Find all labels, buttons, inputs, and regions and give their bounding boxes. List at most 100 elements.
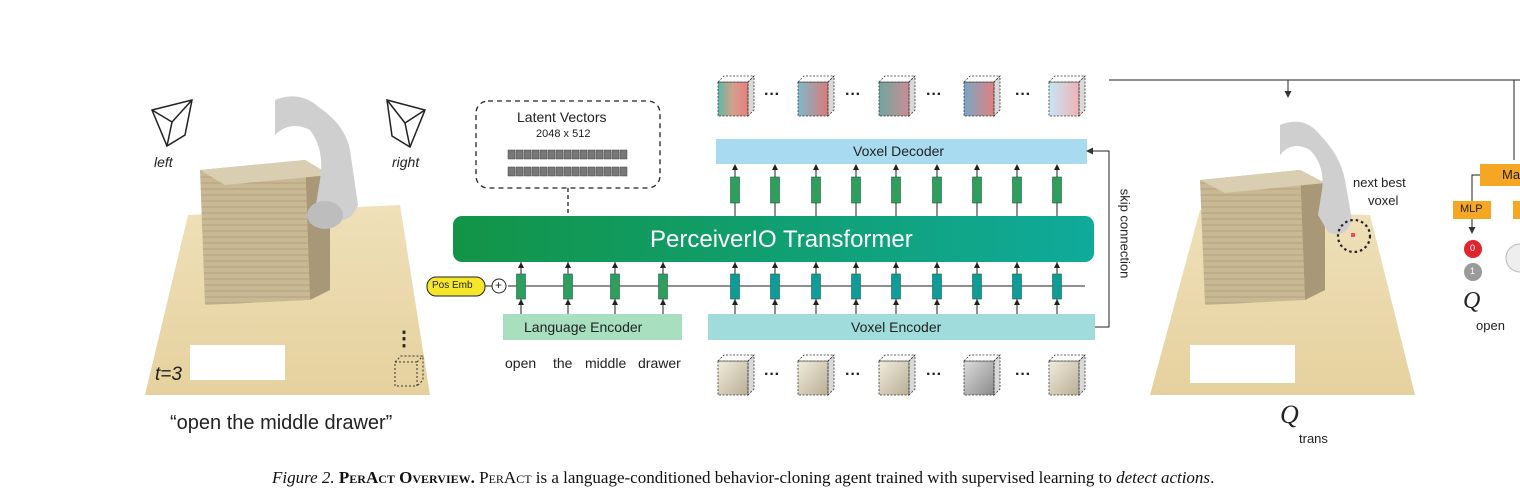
mlp-block (1453, 201, 1491, 219)
decoder-token-block (1012, 176, 1022, 204)
voxel-cube (963, 81, 995, 117)
dots-top-3: ··· (1015, 86, 1031, 103)
timestep-label: t=3 (155, 364, 182, 385)
latent-vectors-dims: 2048 x 512 (536, 128, 591, 140)
mlp-block-2 (1513, 201, 1520, 219)
rotation-sphere-icon (1505, 243, 1520, 273)
token-block (516, 273, 526, 300)
latent-vectors-grid (507, 149, 628, 177)
latent-cell (587, 149, 596, 160)
voxel-encoder-label: Voxel Encoder (851, 319, 942, 335)
token-block (730, 273, 740, 300)
latent-cell (523, 149, 532, 160)
dots-top-0: ··· (764, 86, 780, 103)
pos-emb-label: Pos Emb (432, 280, 473, 291)
latent-cell (579, 149, 588, 160)
open-state-1-icon (1464, 263, 1482, 281)
camera-left-icon (150, 98, 193, 148)
decoder-token-block (1052, 176, 1062, 204)
instruction-token-2: middle (585, 355, 627, 371)
ellipsis-vertical: ⋮ (394, 328, 414, 350)
voxel-cube (797, 360, 829, 396)
token-block (1052, 273, 1062, 300)
mlp-label: MLP (1460, 203, 1483, 215)
skip-connection-label: skip connection (1117, 188, 1133, 279)
latent-cell (619, 149, 628, 160)
latent-cell (563, 149, 572, 160)
perceiverio-transformer-block (453, 216, 1094, 262)
open-state-0-label: 0 (1470, 243, 1476, 253)
open-state-1-label: 1 (1470, 266, 1476, 276)
decoder-token-block (932, 176, 942, 204)
latent-vectors-box (475, 100, 661, 189)
figure-label: Figure 2. (272, 468, 335, 487)
latent-cell (507, 166, 516, 177)
latent-cell (547, 149, 556, 160)
latent-cell (603, 149, 612, 160)
latent-cell (555, 166, 564, 177)
latent-cell (523, 166, 532, 177)
voxel-cube (1048, 360, 1080, 396)
token-block (610, 273, 620, 300)
latent-cell (539, 166, 548, 177)
language-encoder-label: Language Encoder (524, 319, 643, 335)
caption-title: PerAct Overview. (338, 468, 475, 487)
decoder-token-block (811, 176, 821, 204)
right-voxel-scene (1150, 121, 1415, 395)
caption-body-prefix: PerAct (479, 468, 532, 487)
output-connector (1109, 79, 1520, 160)
voxel-decoder-block (716, 139, 1087, 164)
voxel-cubes (717, 75, 1086, 396)
decoder-token-block (851, 176, 861, 204)
latent-cell (539, 149, 548, 160)
skip-connection-path (1086, 147, 1110, 328)
decoder-token-block (891, 176, 901, 204)
voxel-encoder-block (708, 314, 1095, 340)
token-block (851, 273, 861, 300)
voxel-cube (878, 360, 910, 396)
latent-cell (603, 166, 612, 177)
caption-emphasis: detect actions (1116, 468, 1211, 487)
latent-vectors-title: Latent Vectors (517, 109, 607, 125)
latent-cell (571, 149, 580, 160)
next-best-voxel-marker (1336, 218, 1372, 254)
instruction-token-1: the (553, 355, 573, 371)
token-block (932, 273, 942, 300)
latent-cell (611, 149, 620, 160)
latent-cell (531, 149, 540, 160)
voxel-decoder-label: Voxel Decoder (853, 143, 945, 159)
dots-top-2: ··· (926, 86, 942, 103)
voxel-cube (717, 360, 749, 396)
figure-caption: Figure 2. PerAct Overview. PerAct is a l… (272, 468, 1214, 488)
next-best-voxel-label-1: next best (1353, 175, 1406, 190)
dots-bottom-1: ··· (845, 366, 861, 383)
latent-cell (595, 149, 604, 160)
token-block (658, 273, 668, 300)
camera-left-label: left (154, 154, 173, 170)
latent-cell (595, 166, 604, 177)
transformer-label: PerceiverIO Transformer (650, 226, 913, 253)
token-block (891, 273, 901, 300)
latent-cell (555, 149, 564, 160)
dots-top-1: ··· (845, 86, 861, 103)
token-columns (516, 164, 1062, 314)
camera-right-icon (386, 98, 427, 149)
small-voxel-cube-icon (394, 355, 424, 387)
latent-cell (531, 166, 540, 177)
pos-emb-plus: + (495, 278, 503, 292)
voxel-cube (1048, 81, 1080, 117)
language-encoder-block (503, 314, 682, 340)
latent-cell (611, 166, 620, 177)
q-trans-subscript: trans (1299, 431, 1328, 446)
voxel-cube (878, 81, 910, 117)
caption-end: . (1210, 468, 1215, 487)
latent-cell (547, 166, 556, 177)
token-block (770, 273, 780, 300)
latent-cell (515, 149, 524, 160)
q-open-subscript: open (1476, 318, 1505, 333)
camera-right-label: right (392, 154, 420, 170)
max-block (1480, 164, 1520, 186)
latent-cell (507, 149, 516, 160)
latent-cell (571, 166, 580, 177)
